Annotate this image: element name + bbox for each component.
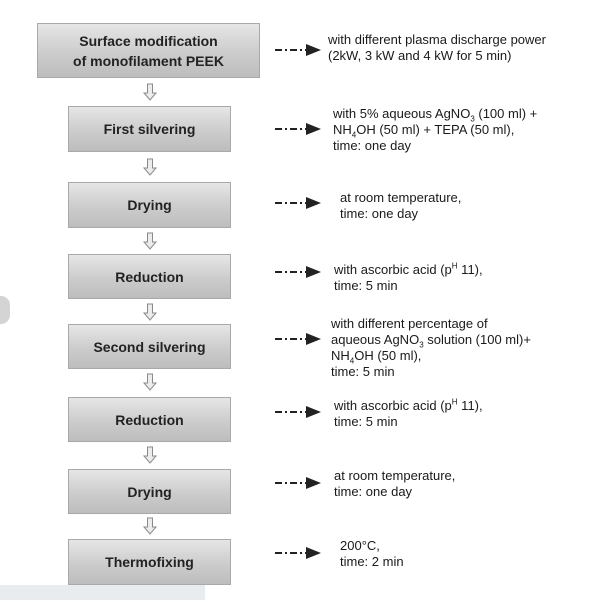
note-line: with 5% aqueous AgNO3 (100 ml) + xyxy=(333,106,538,124)
note-drying-2: at room temperature, time: one day xyxy=(334,468,455,500)
note-first-silvering: with 5% aqueous AgNO3 (100 ml) + NH4OH (… xyxy=(333,106,537,154)
note-text: with 5% aqueous AgNO xyxy=(333,106,471,121)
note-text: 11), xyxy=(457,398,483,413)
step-first-silvering-box: First silvering xyxy=(68,106,231,152)
dashed-arrow-icon xyxy=(275,44,321,56)
down-arrow-icon xyxy=(142,232,158,250)
dashed-arrow-icon xyxy=(275,123,321,135)
down-arrow-icon xyxy=(142,303,158,321)
step-thermofixing-box: Thermofixing xyxy=(68,539,231,585)
note-line: time: 5 min xyxy=(334,414,398,429)
down-arrow-icon xyxy=(142,83,158,101)
note-second-silvering: with different percentage of aqueous AgN… xyxy=(331,316,531,380)
step-reduction-2-box: Reduction xyxy=(68,397,231,442)
note-subscript: 3 xyxy=(419,340,424,350)
note-line: with ascorbic acid (pH 11), xyxy=(334,398,483,414)
note-line: NH4OH (50 ml) + TEPA (50 ml), xyxy=(333,122,537,140)
note-line: time: one day xyxy=(340,206,419,221)
dashed-arrow-icon xyxy=(275,197,321,209)
step-thermofixing-label: Thermofixing xyxy=(105,554,194,570)
step-reduction-1-box: Reduction xyxy=(68,254,231,299)
note-line: with different percentage of xyxy=(331,316,488,331)
note-drying-1: at room temperature, time: one day xyxy=(340,190,461,222)
note-text: with ascorbic acid (p xyxy=(334,398,452,413)
step-drying-1-label: Drying xyxy=(127,197,172,213)
step-surface-modification-box: Surface modification of monofilament PEE… xyxy=(37,23,260,78)
note-text: solution (100 ml)+ xyxy=(423,332,531,347)
note-superscript: H xyxy=(451,261,458,271)
note-text: 11), xyxy=(457,262,483,277)
down-arrow-icon xyxy=(142,446,158,464)
note-line: at room temperature, xyxy=(340,190,462,205)
note-text: aqueous AgNO xyxy=(331,332,420,347)
note-line: time: one day xyxy=(333,138,412,153)
step-drying-2-label: Drying xyxy=(127,483,172,500)
note-text: OH (50 ml), xyxy=(354,348,422,363)
down-arrow-icon xyxy=(142,517,158,535)
note-line: with ascorbic acid (pH 11), xyxy=(334,262,483,278)
step-drying-2-box: Drying xyxy=(68,469,231,514)
note-subscript: 4 xyxy=(349,356,355,366)
step-second-silvering-label: Second silvering xyxy=(93,338,206,355)
note-line: with different plasma discharge power xyxy=(328,32,546,47)
step-surface-modification-label-2: of monofilament PEEK xyxy=(73,52,224,69)
note-line: at room temperature, xyxy=(334,468,456,483)
note-line: 200°C, xyxy=(340,538,380,553)
side-tab xyxy=(0,296,10,324)
note-text: with ascorbic acid (p xyxy=(334,262,452,277)
note-surface-modification: with different plasma discharge power (2… xyxy=(328,32,546,64)
step-surface-modification-label-1: Surface modification xyxy=(79,32,218,49)
step-reduction-1-label: Reduction xyxy=(115,268,184,285)
note-reduction-1: with ascorbic acid (pH 11), time: 5 min xyxy=(334,262,483,294)
note-line: time: one day xyxy=(334,484,413,499)
note-text: NH xyxy=(331,348,350,363)
down-arrow-icon xyxy=(142,158,158,176)
note-line: time: 5 min xyxy=(331,364,395,379)
note-text: (100 ml) + xyxy=(474,106,538,121)
note-thermofixing: 200°C, time: 2 min xyxy=(340,538,404,570)
step-first-silvering-label: First silvering xyxy=(103,121,196,137)
note-text: OH (50 ml) + TEPA (50 ml), xyxy=(356,122,515,137)
note-line: NH4OH (50 ml), xyxy=(331,348,531,366)
down-arrow-icon xyxy=(142,373,158,391)
note-text: NH xyxy=(333,122,352,137)
note-line: (2kW, 3 kW and 4 kW for 5 min) xyxy=(328,48,512,63)
note-subscript: 4 xyxy=(351,130,357,140)
dashed-arrow-icon xyxy=(275,406,321,418)
dashed-arrow-icon xyxy=(275,266,321,278)
note-line: aqueous AgNO3 solution (100 ml)+ xyxy=(331,332,531,350)
note-line: time: 5 min xyxy=(334,278,398,293)
step-drying-1-box: Drying xyxy=(68,182,231,228)
step-reduction-2-label: Reduction xyxy=(115,411,184,428)
note-subscript: 3 xyxy=(470,114,475,124)
bottom-strip xyxy=(0,585,205,600)
step-second-silvering-box: Second silvering xyxy=(68,324,231,369)
dashed-arrow-icon xyxy=(275,477,321,489)
note-reduction-2: with ascorbic acid (pH 11), time: 5 min xyxy=(334,398,483,430)
note-line: time: 2 min xyxy=(340,554,404,569)
note-superscript: H xyxy=(451,397,458,407)
dashed-arrow-icon xyxy=(275,333,321,345)
dashed-arrow-icon xyxy=(275,547,321,559)
